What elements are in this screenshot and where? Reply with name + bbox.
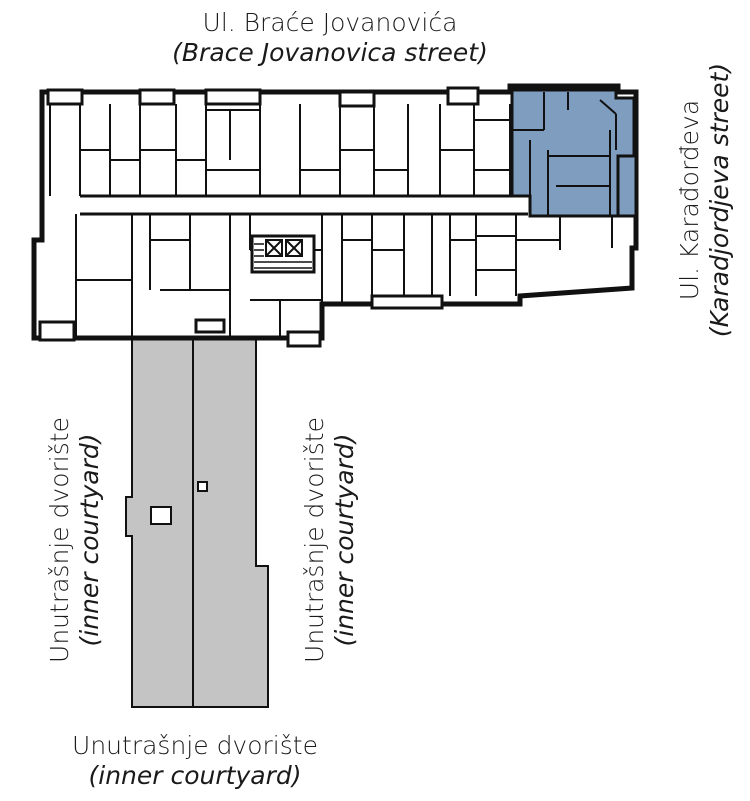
courtyard-bottom-local-name: Unutrašnje dvorište bbox=[72, 731, 318, 760]
balcony bbox=[38, 320, 76, 342]
top-street-local-name: Ul. Braće Jovanovića bbox=[202, 8, 458, 37]
courtyard-square-small bbox=[197, 481, 208, 492]
balcony bbox=[370, 294, 444, 310]
balcony bbox=[194, 318, 226, 334]
top-street-label: Ul. Braće Jovanovića (Brace Jovanovica s… bbox=[150, 8, 510, 68]
stair-treads bbox=[254, 243, 312, 269]
interior-walls bbox=[49, 104, 511, 196]
top-street-english-name: (Brace Jovanovica street) bbox=[172, 38, 488, 67]
building bbox=[31, 83, 639, 348]
courtyard-area bbox=[125, 337, 269, 708]
building-outline bbox=[31, 83, 639, 341]
balcony bbox=[204, 88, 262, 106]
balcony bbox=[46, 88, 84, 106]
elevator-1 bbox=[265, 239, 283, 257]
balcony bbox=[138, 88, 176, 106]
inner-courtyard bbox=[125, 337, 269, 708]
courtyard-bottom-label: Unutrašnje dvorište (inner courtyard) bbox=[45, 731, 345, 791]
balcony bbox=[338, 90, 376, 108]
apartment-walls bbox=[512, 92, 617, 216]
courtyard-bottom-english-name: (inner courtyard) bbox=[88, 761, 302, 790]
balcony bbox=[286, 330, 322, 348]
apartment-balcony bbox=[616, 154, 638, 218]
elevator-2 bbox=[285, 239, 303, 257]
highlighted-apartment bbox=[510, 88, 638, 218]
courtyard-square-large bbox=[150, 506, 172, 525]
balcony bbox=[446, 86, 480, 106]
interior-walls bbox=[75, 214, 613, 338]
